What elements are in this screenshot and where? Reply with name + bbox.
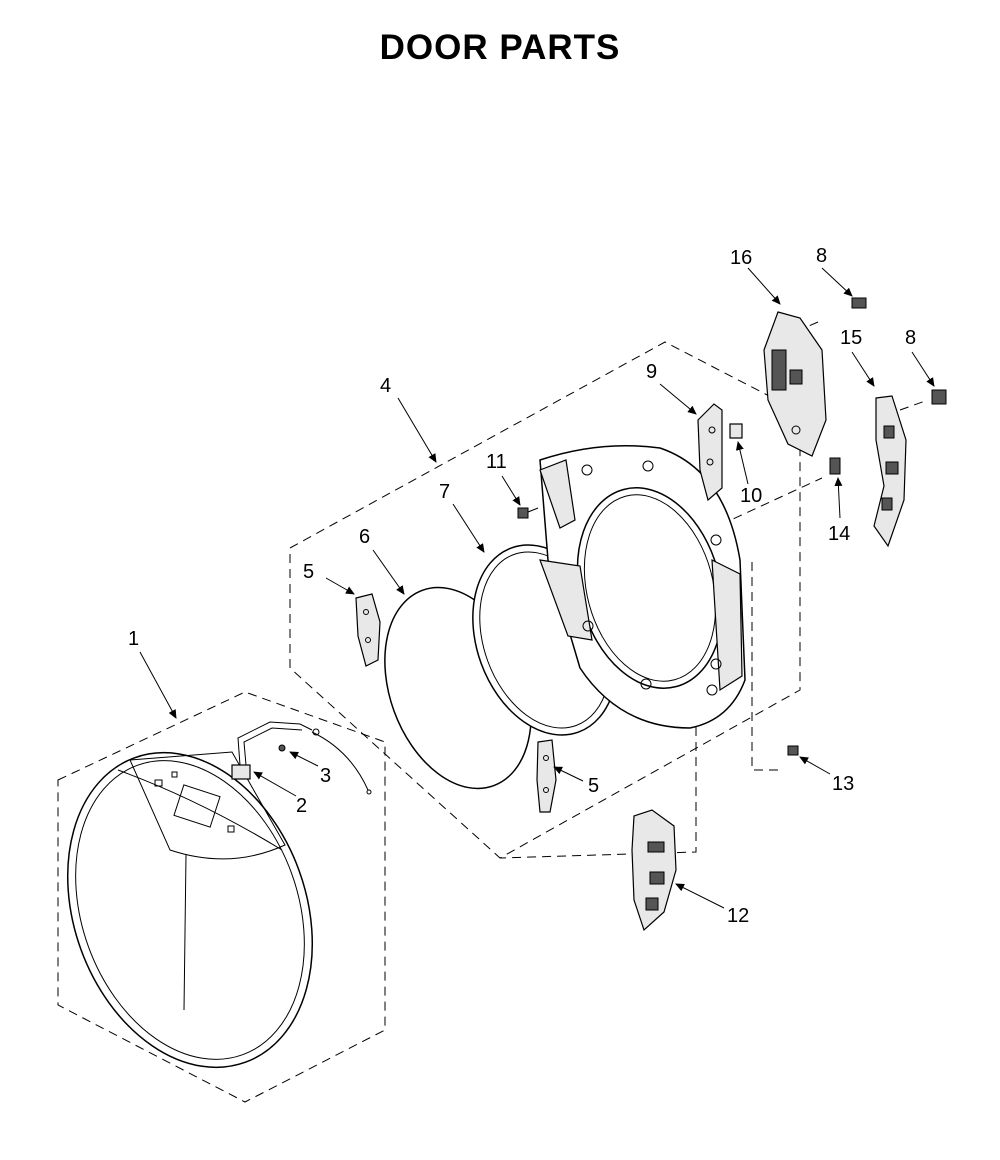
callout-5-upper: 5 bbox=[303, 561, 314, 583]
callout-labels: 1 2 3 4 5 5 6 7 8 8 9 10 11 12 13 14 15 … bbox=[128, 245, 916, 927]
inner-door-frame bbox=[539, 445, 746, 729]
clip-part-10 bbox=[729, 423, 743, 439]
screw-part-8-lower bbox=[931, 389, 947, 405]
leader-arrows bbox=[139, 267, 935, 909]
screw-part-13 bbox=[787, 745, 799, 756]
hinge-bracket-part-5-lower bbox=[536, 739, 557, 813]
assembly-box-outer-door bbox=[57, 691, 386, 1103]
screw-part-8-upper bbox=[851, 297, 867, 309]
callout-16: 16 bbox=[730, 247, 752, 269]
callout-14: 14 bbox=[828, 523, 850, 545]
callout-3: 3 bbox=[320, 765, 331, 787]
callout-12: 12 bbox=[727, 905, 749, 927]
callout-10: 10 bbox=[740, 485, 762, 507]
callout-2: 2 bbox=[296, 795, 307, 817]
callout-5-lower: 5 bbox=[588, 775, 599, 797]
callout-8-upper: 8 bbox=[816, 245, 827, 267]
callout-11: 11 bbox=[486, 451, 507, 473]
handle-cover-part-15 bbox=[873, 395, 907, 548]
hinge-bracket-part-5-upper bbox=[355, 593, 381, 667]
callout-4: 4 bbox=[380, 375, 391, 397]
callout-7: 7 bbox=[439, 481, 450, 503]
handle-part-12 bbox=[631, 809, 677, 932]
diagram-title: DOOR PARTS bbox=[379, 28, 621, 67]
handle-cover-part-16 bbox=[763, 311, 827, 457]
outer-door-part-1 bbox=[66, 751, 314, 1069]
callout-13: 13 bbox=[832, 773, 854, 795]
callout-15: 15 bbox=[840, 327, 862, 349]
screw-part-11 bbox=[517, 507, 539, 519]
bracket-part-9 bbox=[697, 403, 723, 502]
harness-wire bbox=[311, 728, 372, 795]
callout-9: 9 bbox=[646, 361, 657, 383]
callout-1: 1 bbox=[128, 628, 139, 650]
callout-8-lower: 8 bbox=[905, 327, 916, 349]
assembly-box-inner-door bbox=[289, 341, 801, 859]
callout-6: 6 bbox=[359, 526, 370, 548]
hinge-part-2 bbox=[231, 721, 313, 780]
screw-part-3 bbox=[278, 744, 286, 752]
screw-part-14 bbox=[829, 457, 841, 475]
